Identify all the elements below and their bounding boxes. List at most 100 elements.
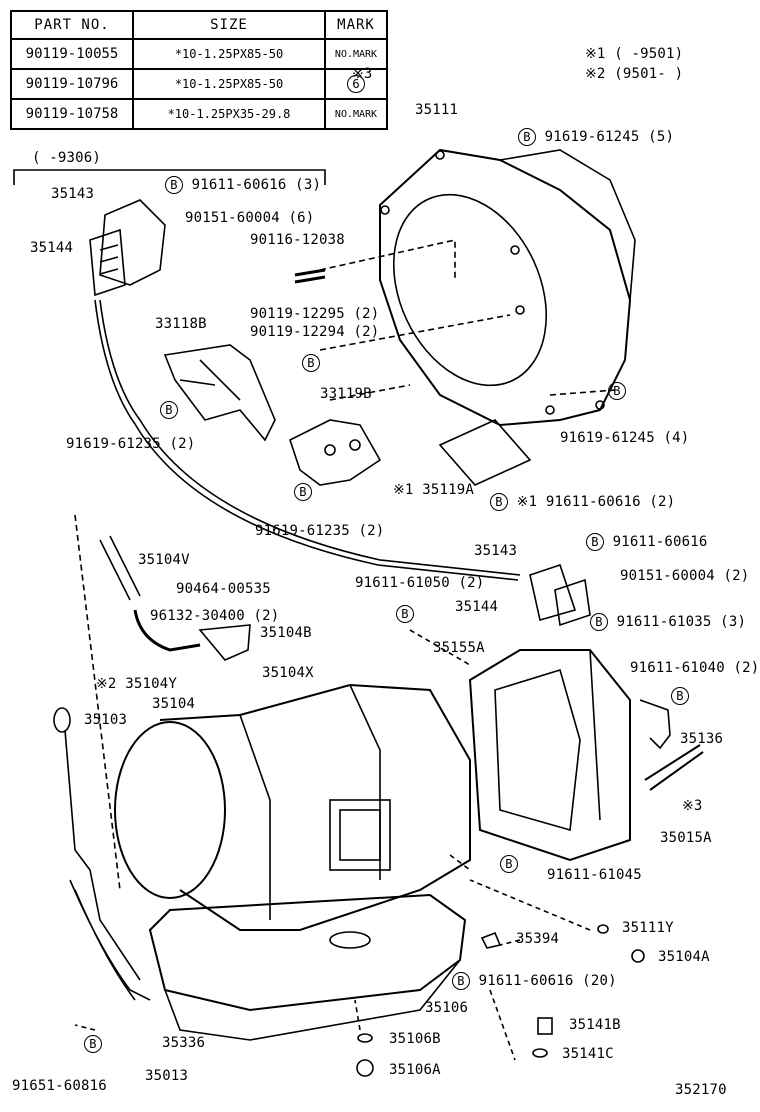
b-marker-icon: B bbox=[165, 176, 183, 194]
b-marker-icon: B bbox=[294, 483, 312, 501]
label-91619-61245-5: B 91619-61245 (5) bbox=[518, 128, 674, 146]
cell-mark: NO.MARK bbox=[324, 98, 388, 130]
gasket-35106b bbox=[357, 1033, 373, 1043]
plug-35104a bbox=[631, 949, 645, 963]
b-marker-icon: B bbox=[302, 354, 320, 372]
cell-part: 90119-10055 bbox=[10, 38, 134, 70]
b-marker-icon: B bbox=[490, 493, 508, 511]
label-35015a: 35015A bbox=[660, 830, 712, 846]
label-91619-61245-4: 91619-61245 (4) bbox=[560, 430, 690, 446]
label-note-3: ※3 bbox=[682, 798, 703, 814]
diagram-number: 352170 bbox=[675, 1082, 727, 1098]
label-91611-60616-20: B 91611-60616 (20) bbox=[452, 972, 617, 990]
label-35111y: 35111Y bbox=[622, 920, 674, 936]
label-35141b: 35141B bbox=[569, 1017, 621, 1033]
b-marker-f: B bbox=[671, 687, 689, 705]
label-90116-12038: 90116-12038 bbox=[250, 232, 345, 248]
fitting-35104b bbox=[198, 624, 251, 661]
pipe-35104v bbox=[99, 535, 141, 601]
table-row: 90119-10796 *10-1.25PX85-50 6 bbox=[10, 68, 388, 100]
label-35104y: ※2 35104Y bbox=[96, 676, 177, 692]
b-marker-icon: B bbox=[608, 382, 626, 400]
bracket-33119b bbox=[289, 419, 382, 486]
b-marker-h: B bbox=[84, 1035, 102, 1053]
cell-size: *10-1.25PX85-50 bbox=[132, 68, 326, 100]
label-96132-30400: 96132-30400 (2) bbox=[150, 608, 280, 624]
label-35104x: 35104X bbox=[262, 665, 314, 681]
header-part-no: PART NO. bbox=[10, 10, 134, 40]
b-marker-icon: B bbox=[160, 401, 178, 419]
label-91611-61045: 91611-61045 bbox=[547, 867, 642, 883]
label-91611-60616-2: B ※1 91611-60616 (2) bbox=[490, 493, 675, 511]
gasket-35143b bbox=[529, 563, 577, 622]
label-91619-61235-2a: 91619-61235 (2) bbox=[66, 436, 196, 452]
label-35141c: 35141C bbox=[562, 1046, 614, 1062]
plug-35106a bbox=[356, 1059, 374, 1077]
transmission-case-35104 bbox=[114, 683, 471, 931]
label-35104v: 35104V bbox=[138, 552, 190, 568]
label-91611-60616: B 91611-60616 bbox=[586, 533, 708, 551]
bell-housing-35111 bbox=[379, 148, 636, 427]
label-35143-a: 35143 bbox=[51, 186, 95, 202]
b-marker-e: B bbox=[396, 605, 414, 623]
label-90151-60004-6: 90151-60004 (6) bbox=[185, 210, 315, 226]
label-35144-a: 35144 bbox=[30, 240, 74, 256]
dipstick-tube-35013 bbox=[69, 879, 151, 1001]
label-91611-61040: 91611-61040 (2) bbox=[630, 660, 760, 676]
stud-90116 bbox=[294, 268, 326, 284]
bracket-35136 bbox=[639, 699, 671, 750]
ring-35111y bbox=[597, 924, 609, 934]
label-35013: 35013 bbox=[145, 1068, 189, 1084]
note-range: ( -9306) bbox=[32, 150, 102, 166]
note-1: ※1 ( -9501) bbox=[585, 46, 684, 62]
label-35106b: 35106B bbox=[389, 1031, 441, 1047]
label-35394: 35394 bbox=[516, 931, 560, 947]
b-marker-c: B bbox=[608, 382, 626, 400]
label-90119-12295: 90119-12295 (2) bbox=[250, 306, 380, 322]
label-35144-b: 35144 bbox=[455, 599, 499, 615]
label-35136: 35136 bbox=[680, 731, 724, 747]
b-marker-icon: B bbox=[518, 128, 536, 146]
gasket-35141c bbox=[532, 1048, 548, 1058]
b-marker-icon: B bbox=[84, 1035, 102, 1053]
label-35111: 35111 bbox=[415, 102, 459, 118]
label-90464-00535: 90464-00535 bbox=[176, 581, 271, 597]
label-91611-60616-3: B 91611-60616 (3) bbox=[165, 176, 321, 194]
cell-mark: 6 bbox=[324, 68, 388, 100]
gasket-35394 bbox=[480, 931, 502, 949]
label-35103: 35103 bbox=[84, 712, 128, 728]
b-marker-a: B bbox=[302, 354, 320, 372]
label-35104b: 35104B bbox=[260, 625, 312, 641]
note-2: ※2 (9501- ) bbox=[585, 66, 684, 82]
b-marker-icon: B bbox=[586, 533, 604, 551]
b-marker-g: B bbox=[500, 855, 518, 873]
label-35104: 35104 bbox=[152, 696, 196, 712]
cell-size: *10-1.25PX35-29.8 bbox=[132, 98, 326, 130]
table-row: 90119-10055 *10-1.25PX85-50 NO.MARK bbox=[10, 38, 388, 70]
bracket-33118b bbox=[163, 344, 276, 442]
group-bracket bbox=[13, 169, 326, 185]
label-91619-61235-2b: 91619-61235 (2) bbox=[255, 523, 385, 539]
breather-hose bbox=[99, 299, 521, 576]
cell-mark: NO.MARK bbox=[324, 38, 388, 70]
b-marker-icon: B bbox=[500, 855, 518, 873]
cover-plate-35143 bbox=[89, 199, 166, 297]
label-35106: 35106 bbox=[425, 1000, 469, 1016]
label-33118b: 33118B bbox=[155, 316, 207, 332]
dipstick-35103 bbox=[53, 707, 141, 981]
label-35104a: 35104A bbox=[658, 949, 710, 965]
b-marker-d: B bbox=[294, 483, 312, 501]
mark-6-icon: 6 bbox=[347, 75, 365, 93]
cell-size: *10-1.25PX85-50 bbox=[132, 38, 326, 70]
oil-pan-35106 bbox=[148, 893, 467, 1041]
b-marker-icon: B bbox=[396, 605, 414, 623]
label-90119-12294: 90119-12294 (2) bbox=[250, 324, 380, 340]
label-35119a: ※1 35119A bbox=[393, 482, 474, 498]
label-35106a: 35106A bbox=[389, 1062, 441, 1078]
parts-table: PART NO. SIZE MARK 90119-10055 *10-1.25P… bbox=[10, 10, 388, 130]
b-marker-icon: B bbox=[671, 687, 689, 705]
plate-35119a bbox=[438, 419, 532, 486]
label-35336: 35336 bbox=[162, 1035, 206, 1051]
cell-part: 90119-10796 bbox=[10, 68, 134, 100]
